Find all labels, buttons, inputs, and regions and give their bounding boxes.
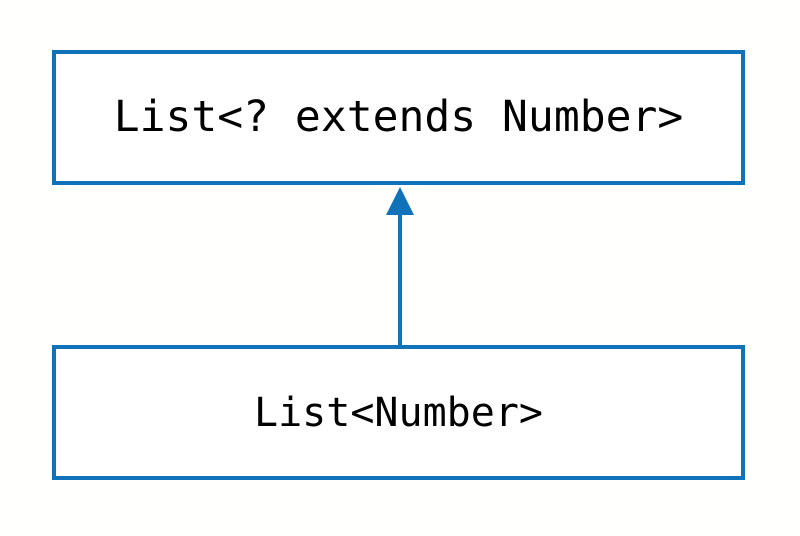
node-subtype-box[interactable]: List<Number>: [52, 345, 745, 480]
inheritance-arrow-graphic: [386, 187, 414, 350]
node-supertype-box[interactable]: List<? extends Number>: [52, 50, 745, 185]
inheritance-arrow: [372, 182, 428, 350]
node-subtype-label: List<Number>: [254, 389, 543, 436]
node-supertype-label: List<? extends Number>: [113, 92, 684, 142]
arrow-head-triangle: [386, 187, 414, 215]
